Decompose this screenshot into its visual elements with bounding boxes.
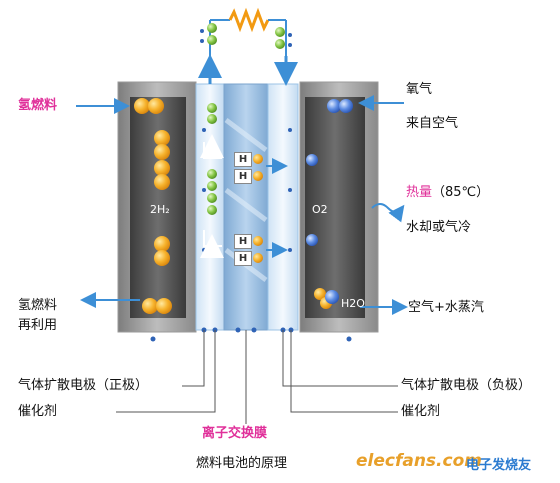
proton-chip: H — [234, 251, 252, 266]
heat-wave-arrow — [371, 203, 405, 223]
heat-word: 热量 — [406, 185, 433, 200]
cathode-housing — [299, 81, 379, 333]
heat-temp: （85℃） — [432, 185, 490, 200]
proton-chip: H — [234, 152, 252, 167]
proton-balls — [253, 154, 263, 263]
anode-up-arrows — [200, 134, 224, 258]
inner-2h2-label: 2H₂ — [150, 203, 170, 216]
h2-recycle-label-1: 氢燃料 — [18, 298, 58, 313]
catalyst-left-label: 催化剂 — [18, 404, 58, 419]
heat-label: 热量（85℃） — [406, 185, 489, 201]
membrane-label: 离子交换膜 — [202, 426, 268, 441]
watermark-site: elecfans.com — [356, 451, 482, 471]
caption: 燃料电池的原理 — [196, 456, 288, 471]
inner-h2o-label: H2O — [341, 297, 365, 310]
circuit-electrons — [200, 23, 292, 49]
gde-positive-label: 气体扩散电极（正极） — [18, 378, 149, 393]
proton-arrows — [266, 158, 288, 258]
air-water-label: 空气+水蒸汽 — [408, 300, 484, 315]
from-air-label: 来自空气 — [406, 116, 459, 131]
water-molecule — [314, 288, 339, 309]
watermark-cn: 电子发烧友 — [466, 458, 532, 473]
cooling-label: 水却或气冷 — [406, 220, 472, 235]
external-circuit — [198, 7, 298, 86]
oxygen-label: 氧气 — [406, 82, 433, 97]
cathode-electrode — [267, 83, 299, 331]
resistor-icon — [228, 7, 270, 33]
catalyst-right-label: 催化剂 — [401, 404, 441, 419]
oxygen-molecules — [306, 99, 353, 246]
proton-chip: H — [234, 234, 252, 249]
hydrogen-molecules — [134, 98, 172, 314]
h2-fuel-label: 氢燃料 — [18, 98, 58, 113]
h2-recycle-label-2: 再利用 — [18, 318, 58, 333]
leader-lines — [116, 330, 398, 424]
inner-o2-label: O2 — [312, 203, 328, 216]
proton-chip: H — [234, 169, 252, 184]
anode-electrons — [207, 103, 217, 215]
gde-negative-label: 气体扩散电极（负极） — [401, 378, 532, 393]
